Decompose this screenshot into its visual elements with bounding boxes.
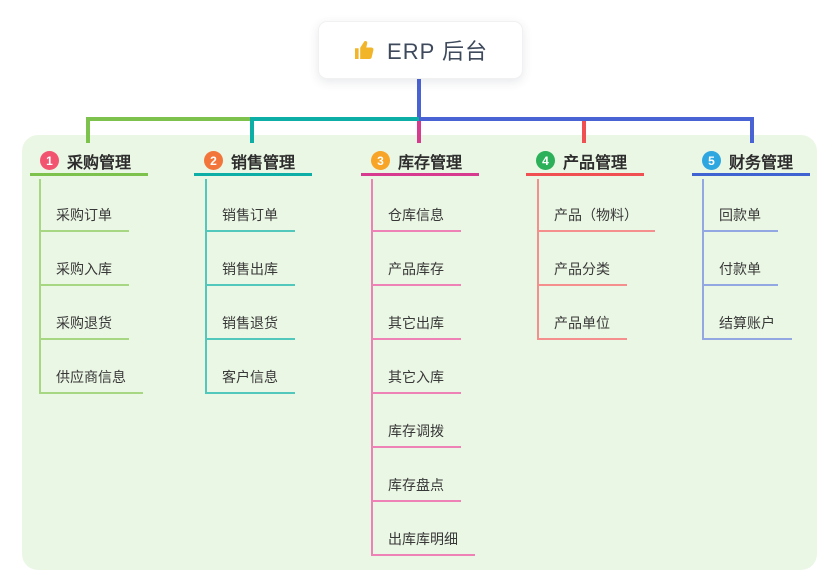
leaf-node[interactable]: 产品（物料） xyxy=(537,205,655,232)
leaf-node[interactable]: 销售出库 xyxy=(205,259,295,286)
branch-node-product[interactable]: 4 产品管理 xyxy=(526,148,644,176)
connector-root xyxy=(417,79,421,119)
branch-rail xyxy=(371,179,373,556)
connector-drop-inventory xyxy=(417,121,421,143)
root-label: ERP 后台 xyxy=(387,39,488,64)
branch-node-purchase[interactable]: 1 采购管理 xyxy=(30,148,148,176)
leaf-node[interactable]: 其它入库 xyxy=(371,367,461,394)
branch-rail xyxy=(205,179,207,394)
branch-rail xyxy=(537,179,539,340)
leaf-node[interactable]: 出库库明细 xyxy=(371,529,475,556)
branch-label: 销售管理 xyxy=(231,154,296,172)
leaf-node[interactable]: 产品分类 xyxy=(537,259,627,286)
leaf-node[interactable]: 库存调拨 xyxy=(371,421,461,448)
branch-number-badge: 2 xyxy=(204,151,223,170)
branch-label: 库存管理 xyxy=(398,154,463,172)
leaf-node[interactable]: 回款单 xyxy=(702,205,778,232)
thumbs-up-icon xyxy=(353,38,377,62)
branch-node-inventory[interactable]: 3 库存管理 xyxy=(361,148,479,176)
branch-node-sales[interactable]: 2 销售管理 xyxy=(194,148,312,176)
root-node[interactable]: ERP 后台 xyxy=(318,21,523,79)
branch-number-badge: 4 xyxy=(536,151,555,170)
leaf-node[interactable]: 仓库信息 xyxy=(371,205,461,232)
branch-node-finance[interactable]: 5 财务管理 xyxy=(692,148,810,176)
branch-number-badge: 5 xyxy=(702,151,721,170)
leaf-node[interactable]: 客户信息 xyxy=(205,367,295,394)
connector-drop-finance xyxy=(750,117,754,143)
branch-label: 产品管理 xyxy=(563,154,628,172)
branch-label: 采购管理 xyxy=(67,154,132,172)
leaf-node[interactable]: 库存盘点 xyxy=(371,475,461,502)
leaf-node[interactable]: 结算账户 xyxy=(702,313,792,340)
branch-rail xyxy=(702,179,704,340)
connector-drop-product xyxy=(582,121,586,143)
branch-label: 财务管理 xyxy=(729,154,794,172)
branch-rail xyxy=(39,179,41,394)
leaf-node[interactable]: 采购入库 xyxy=(39,259,129,286)
leaf-node[interactable]: 供应商信息 xyxy=(39,367,143,394)
branch-number-badge: 3 xyxy=(371,151,390,170)
leaf-node[interactable]: 销售订单 xyxy=(205,205,295,232)
leaf-node[interactable]: 产品单位 xyxy=(537,313,627,340)
leaf-node[interactable]: 销售退货 xyxy=(205,313,295,340)
leaf-node[interactable]: 其它出库 xyxy=(371,313,461,340)
leaf-node[interactable]: 产品库存 xyxy=(371,259,461,286)
branches-panel xyxy=(22,135,817,570)
connector-drop-purchase xyxy=(86,117,90,143)
branch-number-badge: 1 xyxy=(40,151,59,170)
connector-bus-green xyxy=(86,117,252,121)
leaf-node[interactable]: 付款单 xyxy=(702,259,778,286)
connector-drop-sales xyxy=(250,117,254,143)
connector-bus-teal xyxy=(250,117,421,121)
leaf-node[interactable]: 采购退货 xyxy=(39,313,129,340)
leaf-node[interactable]: 采购订单 xyxy=(39,205,129,232)
connector-bus-blue xyxy=(419,117,754,121)
